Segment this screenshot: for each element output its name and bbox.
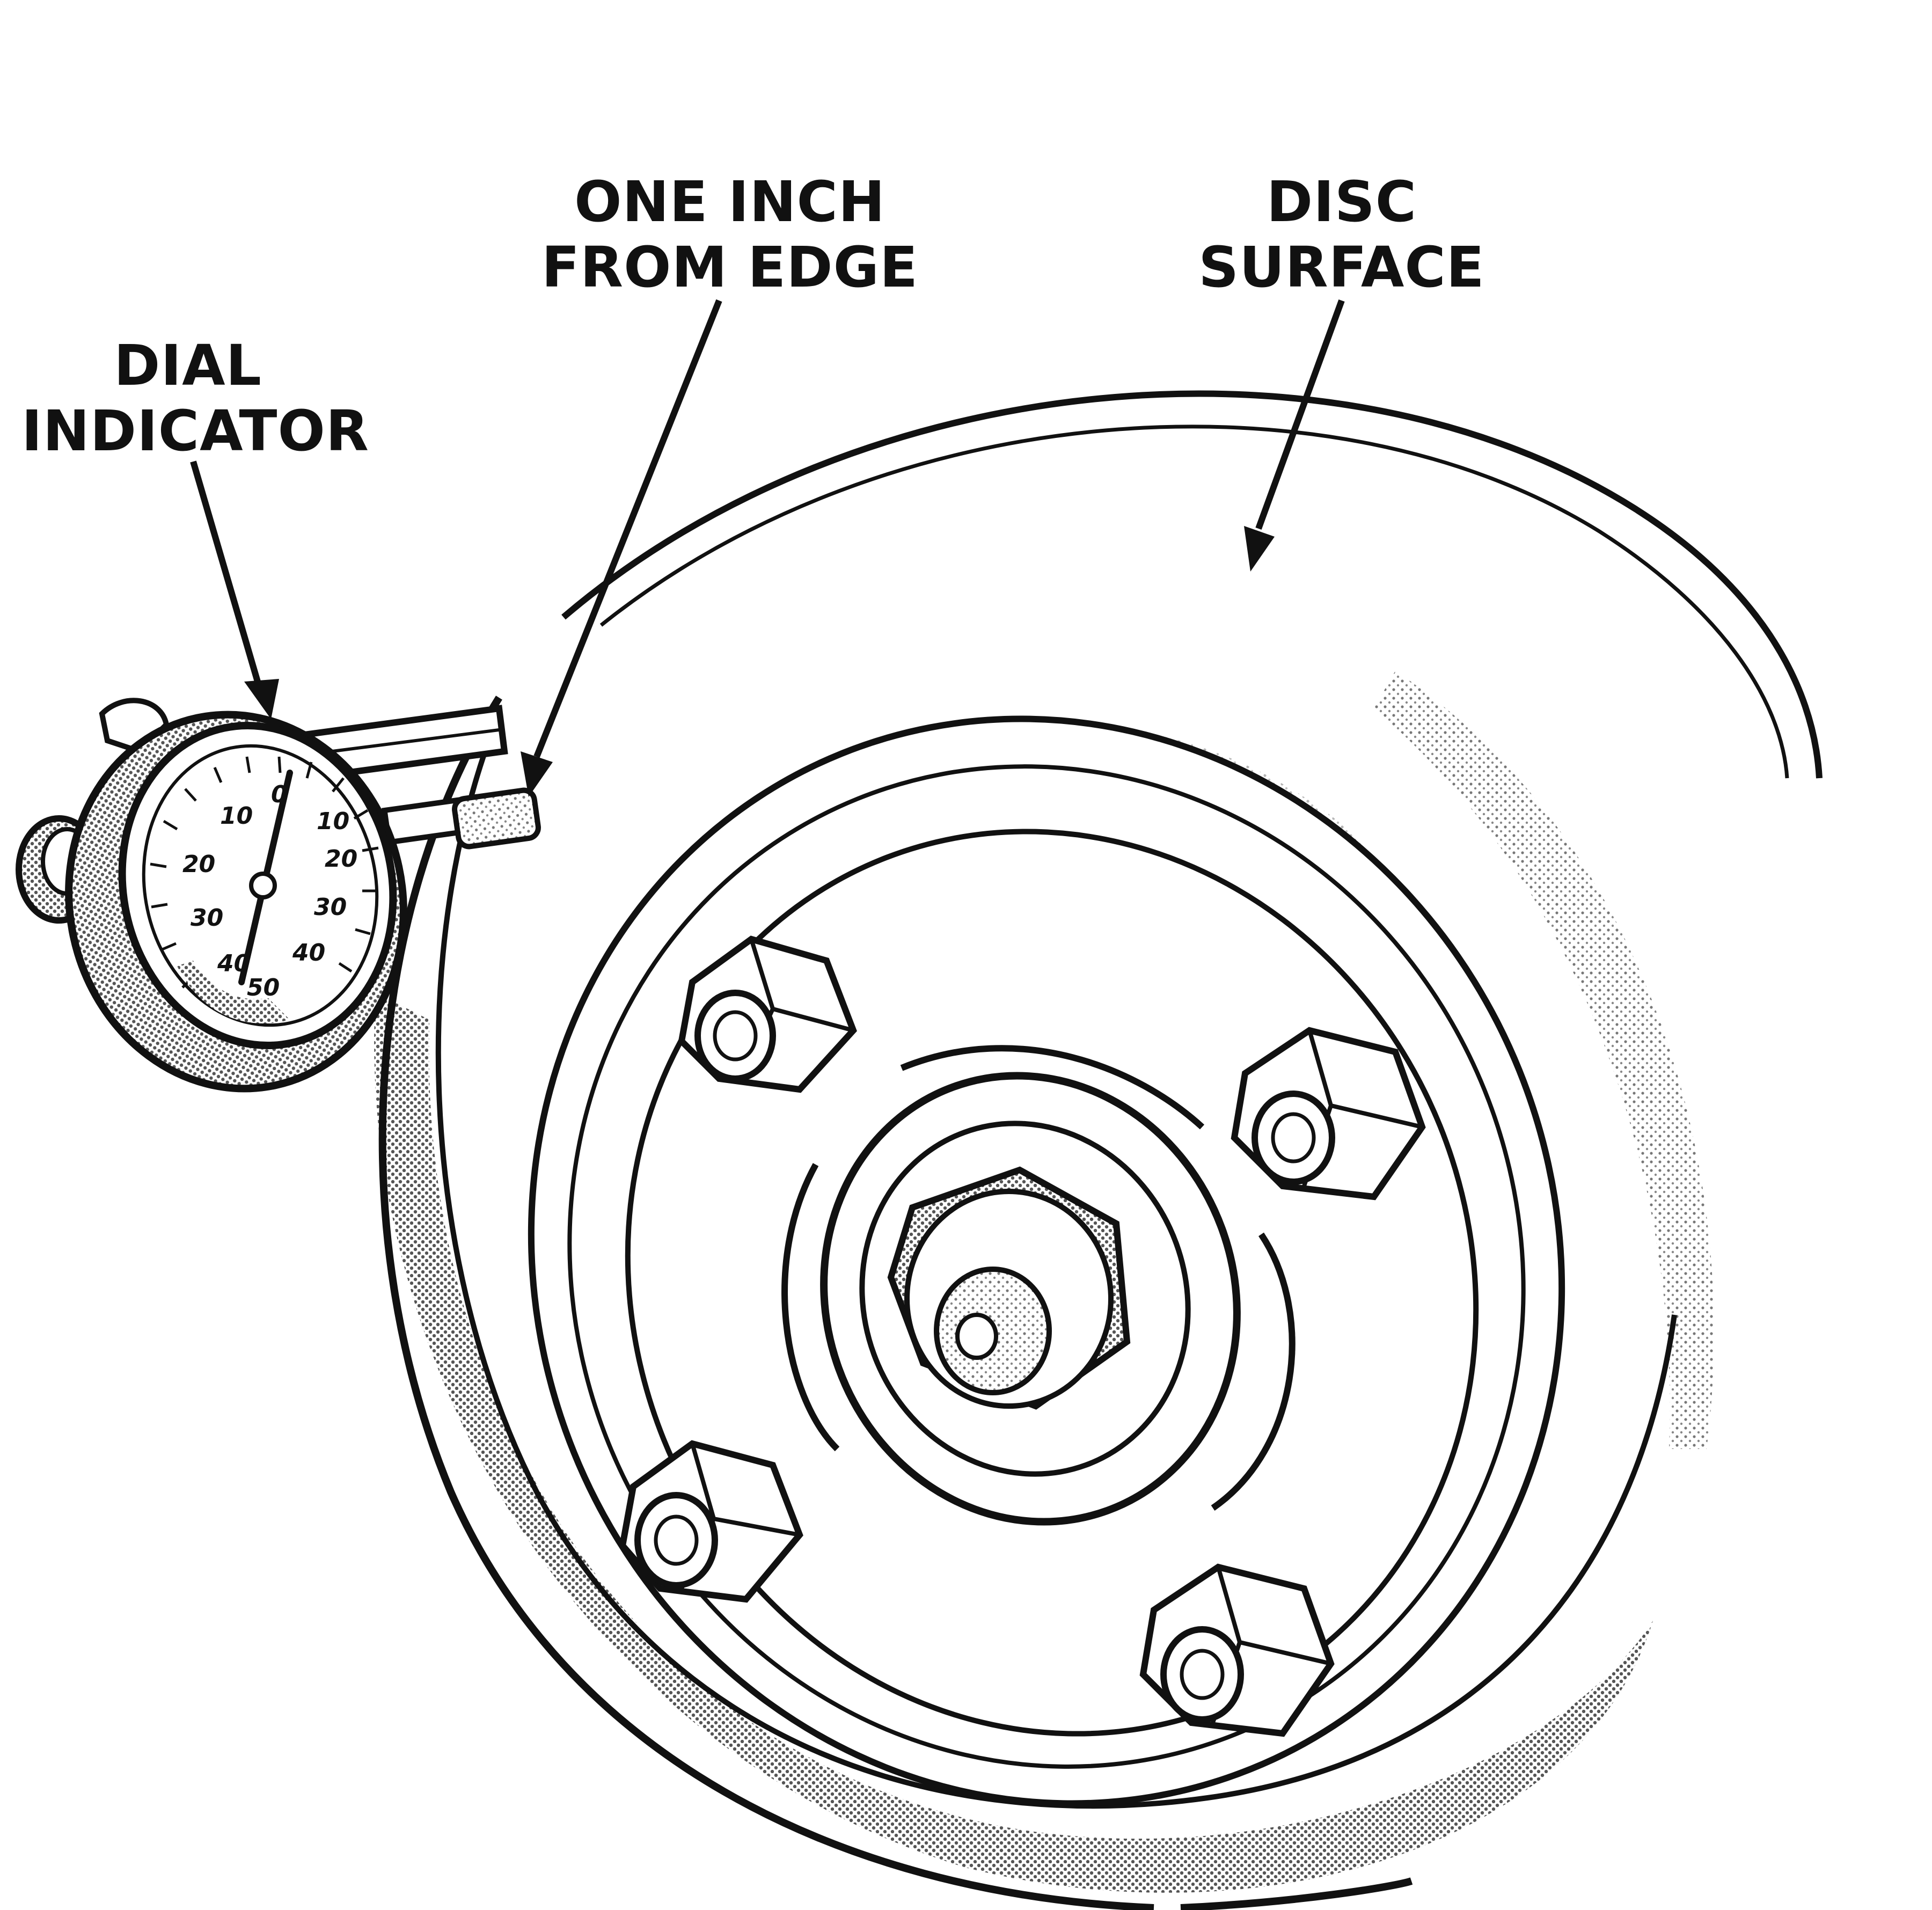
needle-hub	[249, 872, 277, 899]
disc-inner-face	[435, 713, 1677, 1809]
arrowhead-one-inch	[521, 751, 553, 797]
leader-disc-surface	[1255, 299, 1345, 530]
dial-indicator: 0 10 20 30 40 10 20 30 40 50	[16, 698, 541, 1093]
dial-number: 20	[182, 851, 215, 878]
dial-number: 30	[314, 894, 347, 921]
arrowhead-dial	[244, 679, 279, 719]
center-flange-arc-top	[900, 1045, 1205, 1130]
label-line: DISC	[1266, 169, 1417, 235]
center-flange-arc-right	[1211, 1232, 1296, 1511]
lug-nut-lower-right	[1139, 1563, 1335, 1737]
dial-number: 30	[191, 904, 223, 932]
disc-outer-edge	[561, 390, 1823, 779]
dial-number: 10	[317, 808, 349, 835]
indicator-stem	[381, 796, 467, 846]
dial-number: 40	[292, 939, 325, 967]
disc-outer-edge-inner	[599, 425, 1789, 779]
dial-number: 20	[325, 845, 357, 873]
center-flange-arc-left	[781, 1163, 840, 1452]
label-line: DIAL	[114, 333, 262, 398]
lug-nut-lower-left	[619, 1440, 803, 1603]
label-line: INDICATOR	[21, 398, 369, 464]
lug-nut-upper-left	[678, 935, 857, 1093]
label-line: ONE INCH	[574, 169, 885, 235]
leader-lines	[190, 299, 1345, 797]
dial-number: 10	[220, 802, 253, 830]
disc-rim-bottom	[1180, 1877, 1413, 1910]
hub-inner-ring	[567, 764, 1526, 1769]
leader-one-inch	[533, 299, 722, 758]
label-line: FROM EDGE	[541, 235, 918, 300]
lug-nut-right	[1231, 1027, 1426, 1201]
hub-assembly	[528, 715, 1565, 1807]
arrowhead-disc	[1244, 526, 1275, 572]
label-dial-indicator: DIAL INDICATOR	[21, 333, 369, 464]
spindle-center	[955, 1313, 998, 1360]
label-line: SURFACE	[1198, 235, 1485, 300]
disc-rim-shading-right	[1374, 671, 1714, 1449]
center-bore	[859, 1121, 1191, 1477]
leader-dial-indicator	[190, 460, 261, 683]
label-one-inch-from-edge: ONE INCH FROM EDGE	[537, 169, 923, 300]
label-disc-surface: DISC SURFACE	[1170, 169, 1513, 300]
dial-number: 50	[247, 974, 280, 1001]
indicator-plunger	[452, 787, 541, 850]
